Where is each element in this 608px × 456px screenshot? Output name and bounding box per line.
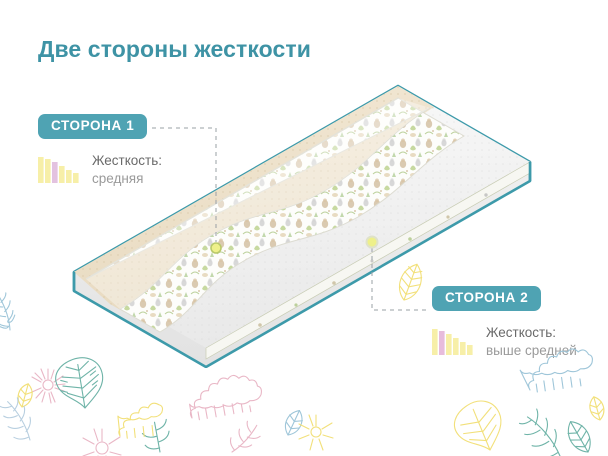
printed-cover-flap [85, 97, 465, 333]
mattress-illustration [72, 84, 532, 368]
leaf-fern-icon [229, 420, 261, 453]
leaf-caterpillar-icon [117, 402, 164, 439]
leaf-simple-icon [17, 383, 33, 408]
leaf-fern-icon [0, 292, 16, 331]
callout-side-2: СТОРОНА 2 Жесткость: выше средней [432, 286, 577, 359]
leaf-sunburst-icon [31, 368, 66, 404]
hardness-value-side-1: средняя [92, 170, 144, 186]
leaf-veined-icon [567, 421, 591, 453]
badge-side-1[interactable]: СТОРОНА 1 [38, 114, 148, 139]
hardness-text-side-2: Жесткость: выше средней [486, 325, 577, 360]
bar-levels-icon [38, 156, 79, 183]
leaf-sunburst-icon [82, 428, 122, 456]
leaf-caterpillar-icon [189, 374, 262, 421]
leaf-feather-icon [0, 397, 31, 441]
hardness-label-side-2: Жесткость: [486, 324, 557, 340]
leaf-simple-icon [589, 396, 605, 421]
hardness-label-side-1: Жесткость: [92, 152, 163, 168]
callout-side-1: СТОРОНА 1 Жесткость: средняя [38, 114, 162, 187]
leaf-sunburst-icon [298, 414, 334, 451]
page-title: Две стороны жесткости [38, 36, 312, 62]
hardness-row-side-2: Жесткость: выше средней [432, 325, 577, 360]
leaf-simple-icon [284, 409, 303, 436]
hardness-value-side-2: выше средней [486, 342, 577, 358]
bar-levels-icon [432, 328, 473, 355]
badge-side-2[interactable]: СТОРОНА 2 [432, 286, 542, 311]
hardness-row-side-1: Жесткость: средняя [38, 153, 162, 188]
leaf-monstera-icon [453, 400, 502, 451]
leaf-spiky-icon [141, 418, 170, 453]
hardness-text-side-1: Жесткость: средняя [92, 153, 162, 188]
leaf-feather-icon [518, 408, 561, 456]
